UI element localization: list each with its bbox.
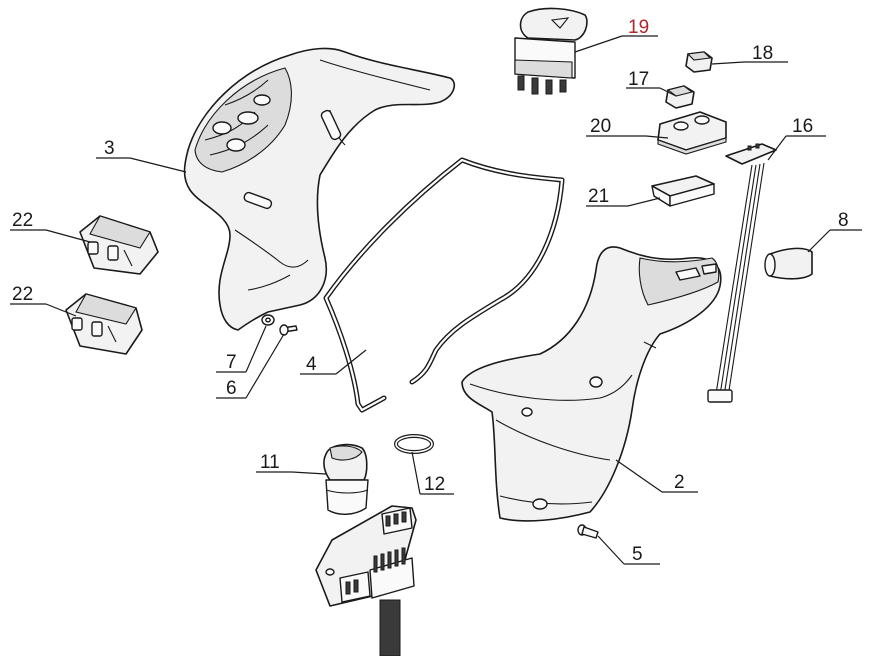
part-4-gasket xyxy=(323,157,565,413)
part-8-cap xyxy=(764,247,813,280)
callout-22-upper: 22 xyxy=(12,210,33,231)
part-19-switch xyxy=(514,7,588,95)
callout-5: 5 xyxy=(632,544,643,565)
part-22-lower-block xyxy=(65,293,143,355)
callout-20: 20 xyxy=(590,116,611,137)
callout-11: 11 xyxy=(260,452,280,473)
callout-16: 16 xyxy=(792,116,813,137)
callout-21: 21 xyxy=(588,186,609,207)
part-21-cover xyxy=(651,175,715,207)
circuit-board xyxy=(315,505,417,656)
callout-17: 17 xyxy=(628,69,649,90)
part-2-lower-housing xyxy=(461,246,722,522)
callout-3: 3 xyxy=(104,138,115,159)
part-22-upper-block xyxy=(79,215,159,275)
callout-6: 6 xyxy=(226,378,237,399)
part-3-upper-housing xyxy=(183,47,456,331)
callout-labels: 19 18 17 20 16 3 21 8 22 22 7 6 4 11 12 … xyxy=(12,17,849,565)
callout-18: 18 xyxy=(752,43,773,64)
leader-lines xyxy=(10,35,862,565)
part-5-screw xyxy=(577,524,599,539)
callout-19: 19 xyxy=(628,17,649,38)
part-20-button-plate xyxy=(657,111,727,155)
callout-22-lower: 22 xyxy=(12,284,33,305)
part-6-screw xyxy=(279,324,298,336)
callout-4: 4 xyxy=(306,354,317,375)
part-18-clip xyxy=(685,51,713,73)
part-17-clip xyxy=(665,85,695,109)
part-12-o-ring xyxy=(394,434,434,454)
callout-8: 8 xyxy=(838,210,849,231)
part-11-plug xyxy=(323,443,369,515)
callout-2: 2 xyxy=(674,472,685,493)
callout-12: 12 xyxy=(424,474,445,495)
part-7-washer xyxy=(261,314,275,326)
callout-7: 7 xyxy=(226,352,237,373)
